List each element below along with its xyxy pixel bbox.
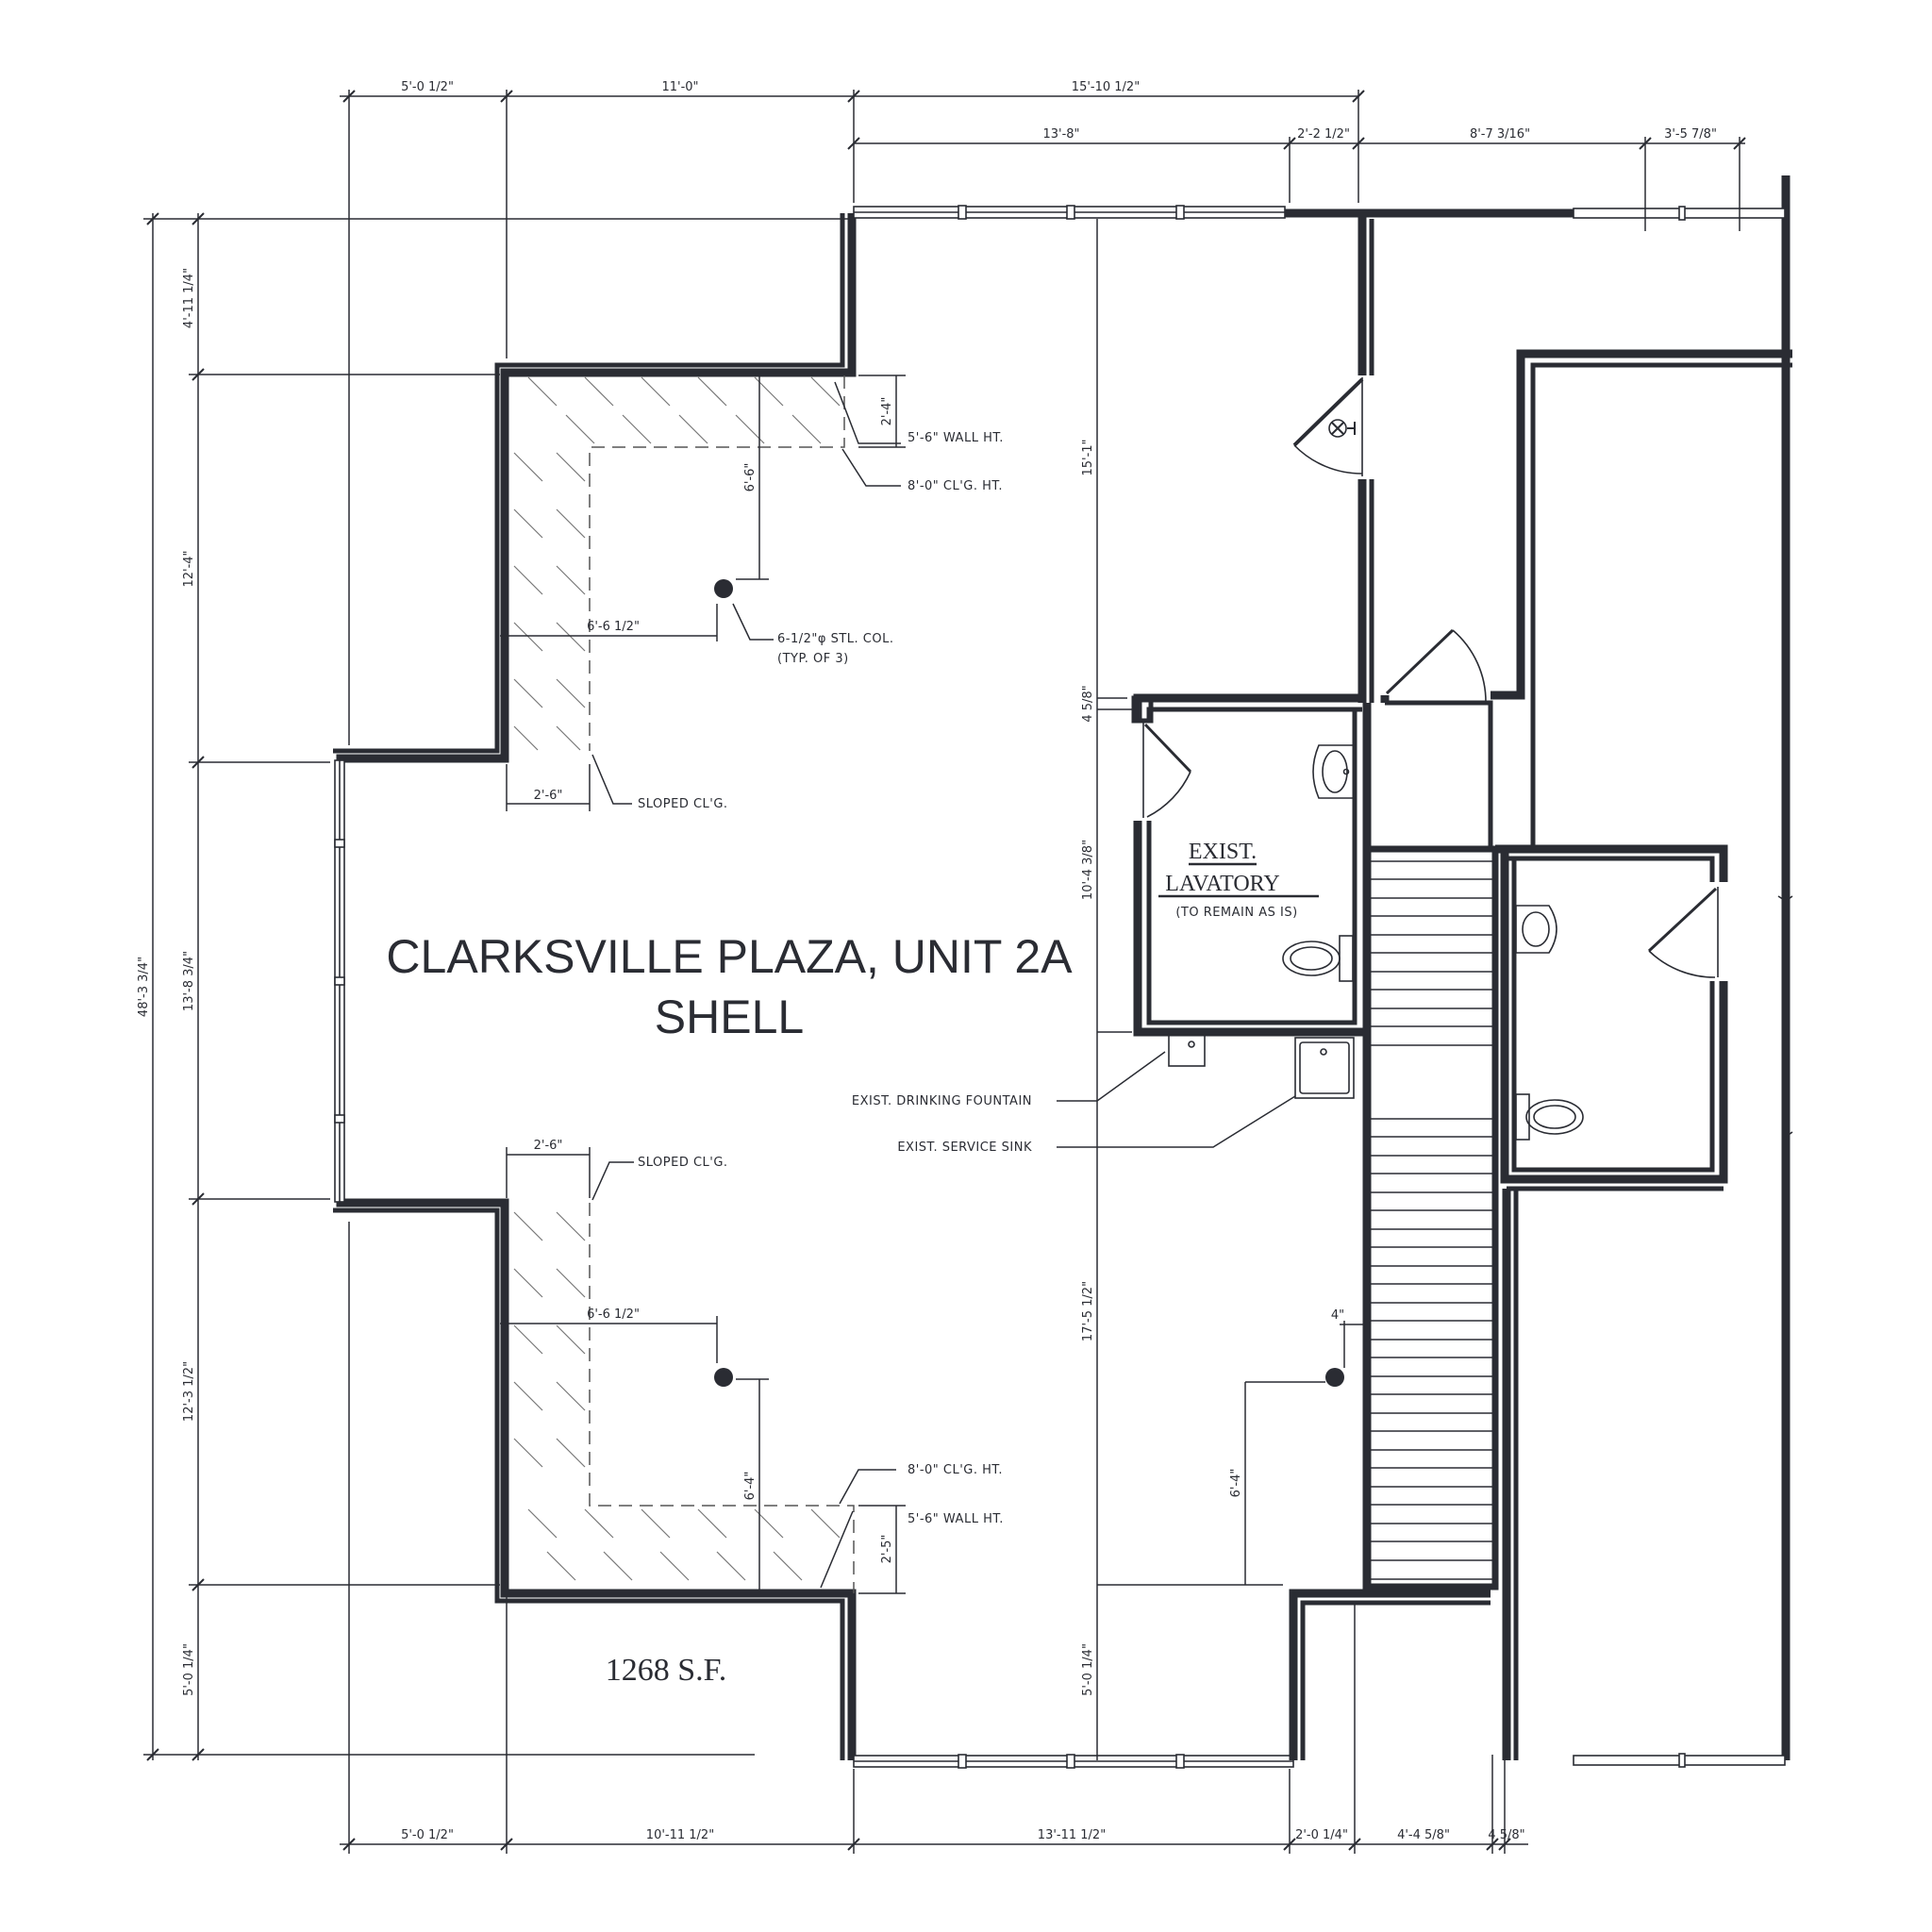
note-drinking-fountain: EXIST. DRINKING FOUNTAIN <box>852 1094 1032 1108</box>
lavatory-label-line1: EXIST. <box>1189 840 1257 864</box>
dim-lower-col-x: 6'-6 1/2" <box>587 1307 640 1322</box>
dim-right-col-x: 4" <box>1331 1308 1344 1323</box>
lavatory-label: EXIST. LAVATORY (TO REMAIN AS IS) <box>1158 840 1319 920</box>
door-lavatory[interactable] <box>1142 722 1192 818</box>
restroom-sink-icon <box>1515 905 1557 954</box>
dim-lower-hatch-h: 2'-5" <box>880 1535 894 1564</box>
note-clg-ht-upper: 8'-0" CL'G. HT. <box>908 479 1003 493</box>
dim-top2-3: 8'-7 3/16" <box>1470 127 1530 142</box>
note-service-sink: EXIST. SERVICE SINK <box>897 1141 1032 1155</box>
annotations: 5'-6" WALL HT. 8'-0" CL'G. HT. 6-1/2"φ S… <box>638 431 1032 1526</box>
dim-lower-col-y: 6'-4" <box>743 1472 758 1501</box>
note-wall-ht-upper: 5'-6" WALL HT. <box>908 431 1004 445</box>
exit-light-icon <box>1328 419 1356 438</box>
dim-int-2: 4 5/8" <box>1081 685 1095 722</box>
dim-bottom-3: 13'-11 1/2" <box>1038 1828 1106 1842</box>
dim-bottom-5: 4'-4 5/8" <box>1397 1828 1450 1842</box>
dim-left-2: 12'-4" <box>182 550 196 587</box>
lavatory-label-line2: LAVATORY <box>1165 872 1279 896</box>
note-sloped-clg-upper: SLOPED CL'G. <box>638 797 728 811</box>
core-walls <box>1131 175 1793 1768</box>
note-clg-ht-lower: 8'-0" CL'G. HT. <box>908 1463 1003 1477</box>
dim-left-4: 12'-3 1/2" <box>182 1361 196 1422</box>
door-right-restroom[interactable] <box>1647 887 1719 978</box>
door-corridor-upper[interactable] <box>1292 377 1364 476</box>
note-wall-ht-lower: 5'-6" WALL HT. <box>908 1512 1004 1526</box>
plan-title-line1: CLARKSVILLE PLAZA, UNIT 2A <box>386 930 1073 983</box>
dim-upper-col-y: 6'-6" <box>743 463 758 492</box>
dim-upper-slope-w: 2'-6" <box>534 789 563 803</box>
dim-top2-4: 3'-5 7/8" <box>1664 127 1717 142</box>
dim-top2-2: 2'-2 1/2" <box>1297 127 1350 142</box>
note-column-line1: 6-1/2"φ STL. COL. <box>777 632 893 646</box>
dimension-lines <box>143 90 1746 1854</box>
unit-exterior-walls <box>333 205 1491 1769</box>
dim-left-1: 4'-11 1/4" <box>182 268 196 328</box>
lavatory-label-sub: (TO REMAIN AS IS) <box>1175 906 1297 920</box>
restroom-toilet-icon <box>1515 1093 1584 1141</box>
dim-bottom-1: 5'-0 1/2" <box>401 1828 454 1842</box>
dim-upper-hatch-h: 2'-4" <box>880 397 894 426</box>
steel-column-lower <box>714 1368 733 1387</box>
dim-left-overall: 48'-3 3/4" <box>137 957 151 1017</box>
lavatory-toilet-icon <box>1282 935 1354 982</box>
stair-treads <box>1370 860 1492 1580</box>
dim-top-3: 15'-10 1/2" <box>1072 80 1140 94</box>
drinking-fountain-icon <box>1168 1033 1206 1067</box>
dim-upper-col-x: 6'-6 1/2" <box>587 620 640 634</box>
note-column-line2: (TYP. OF 3) <box>777 652 849 666</box>
dim-int-4: 17'-5 1/2" <box>1081 1281 1095 1341</box>
plan-title-line2: SHELL <box>655 991 804 1043</box>
dim-bottom-4: 2'-0 1/4" <box>1295 1828 1348 1842</box>
steel-column-right <box>1325 1368 1344 1387</box>
dim-bottom-6: 4 5/8" <box>1488 1828 1524 1842</box>
dim-int-3: 10'-4 3/8" <box>1081 840 1095 900</box>
lavatory-sink-icon <box>1312 744 1356 799</box>
dim-lower-slope-w: 2'-6" <box>534 1139 563 1153</box>
dim-left-3: 13'-8 3/4" <box>182 951 196 1011</box>
dim-top-2: 11'-0" <box>661 80 698 94</box>
dim-bottom-2: 10'-11 1/2" <box>646 1828 714 1842</box>
dim-int-5: 5'-0 1/4" <box>1081 1643 1095 1696</box>
steel-column-upper <box>714 579 733 598</box>
door-corridor-stair[interactable] <box>1385 628 1487 704</box>
service-sink-icon <box>1294 1037 1355 1099</box>
area-label: 1268 S.F. <box>606 1653 727 1688</box>
dim-left-5: 5'-0 1/4" <box>182 1643 196 1696</box>
upper-sloped-ceiling-hatch <box>513 375 845 751</box>
dimension-labels: 5'-0 1/2" 11'-0" 15'-10 1/2" 13'-8" 2'-2… <box>137 80 1717 1842</box>
note-sloped-clg-lower: SLOPED CL'G. <box>638 1156 728 1170</box>
dim-top-1: 5'-0 1/2" <box>401 80 454 94</box>
lower-sloped-ceiling-hatch <box>513 1203 855 1593</box>
dim-top2-1: 13'-8" <box>1042 127 1079 142</box>
dim-right-col-y: 6'-4" <box>1229 1469 1243 1498</box>
dim-int-1: 15'-1" <box>1081 439 1095 475</box>
